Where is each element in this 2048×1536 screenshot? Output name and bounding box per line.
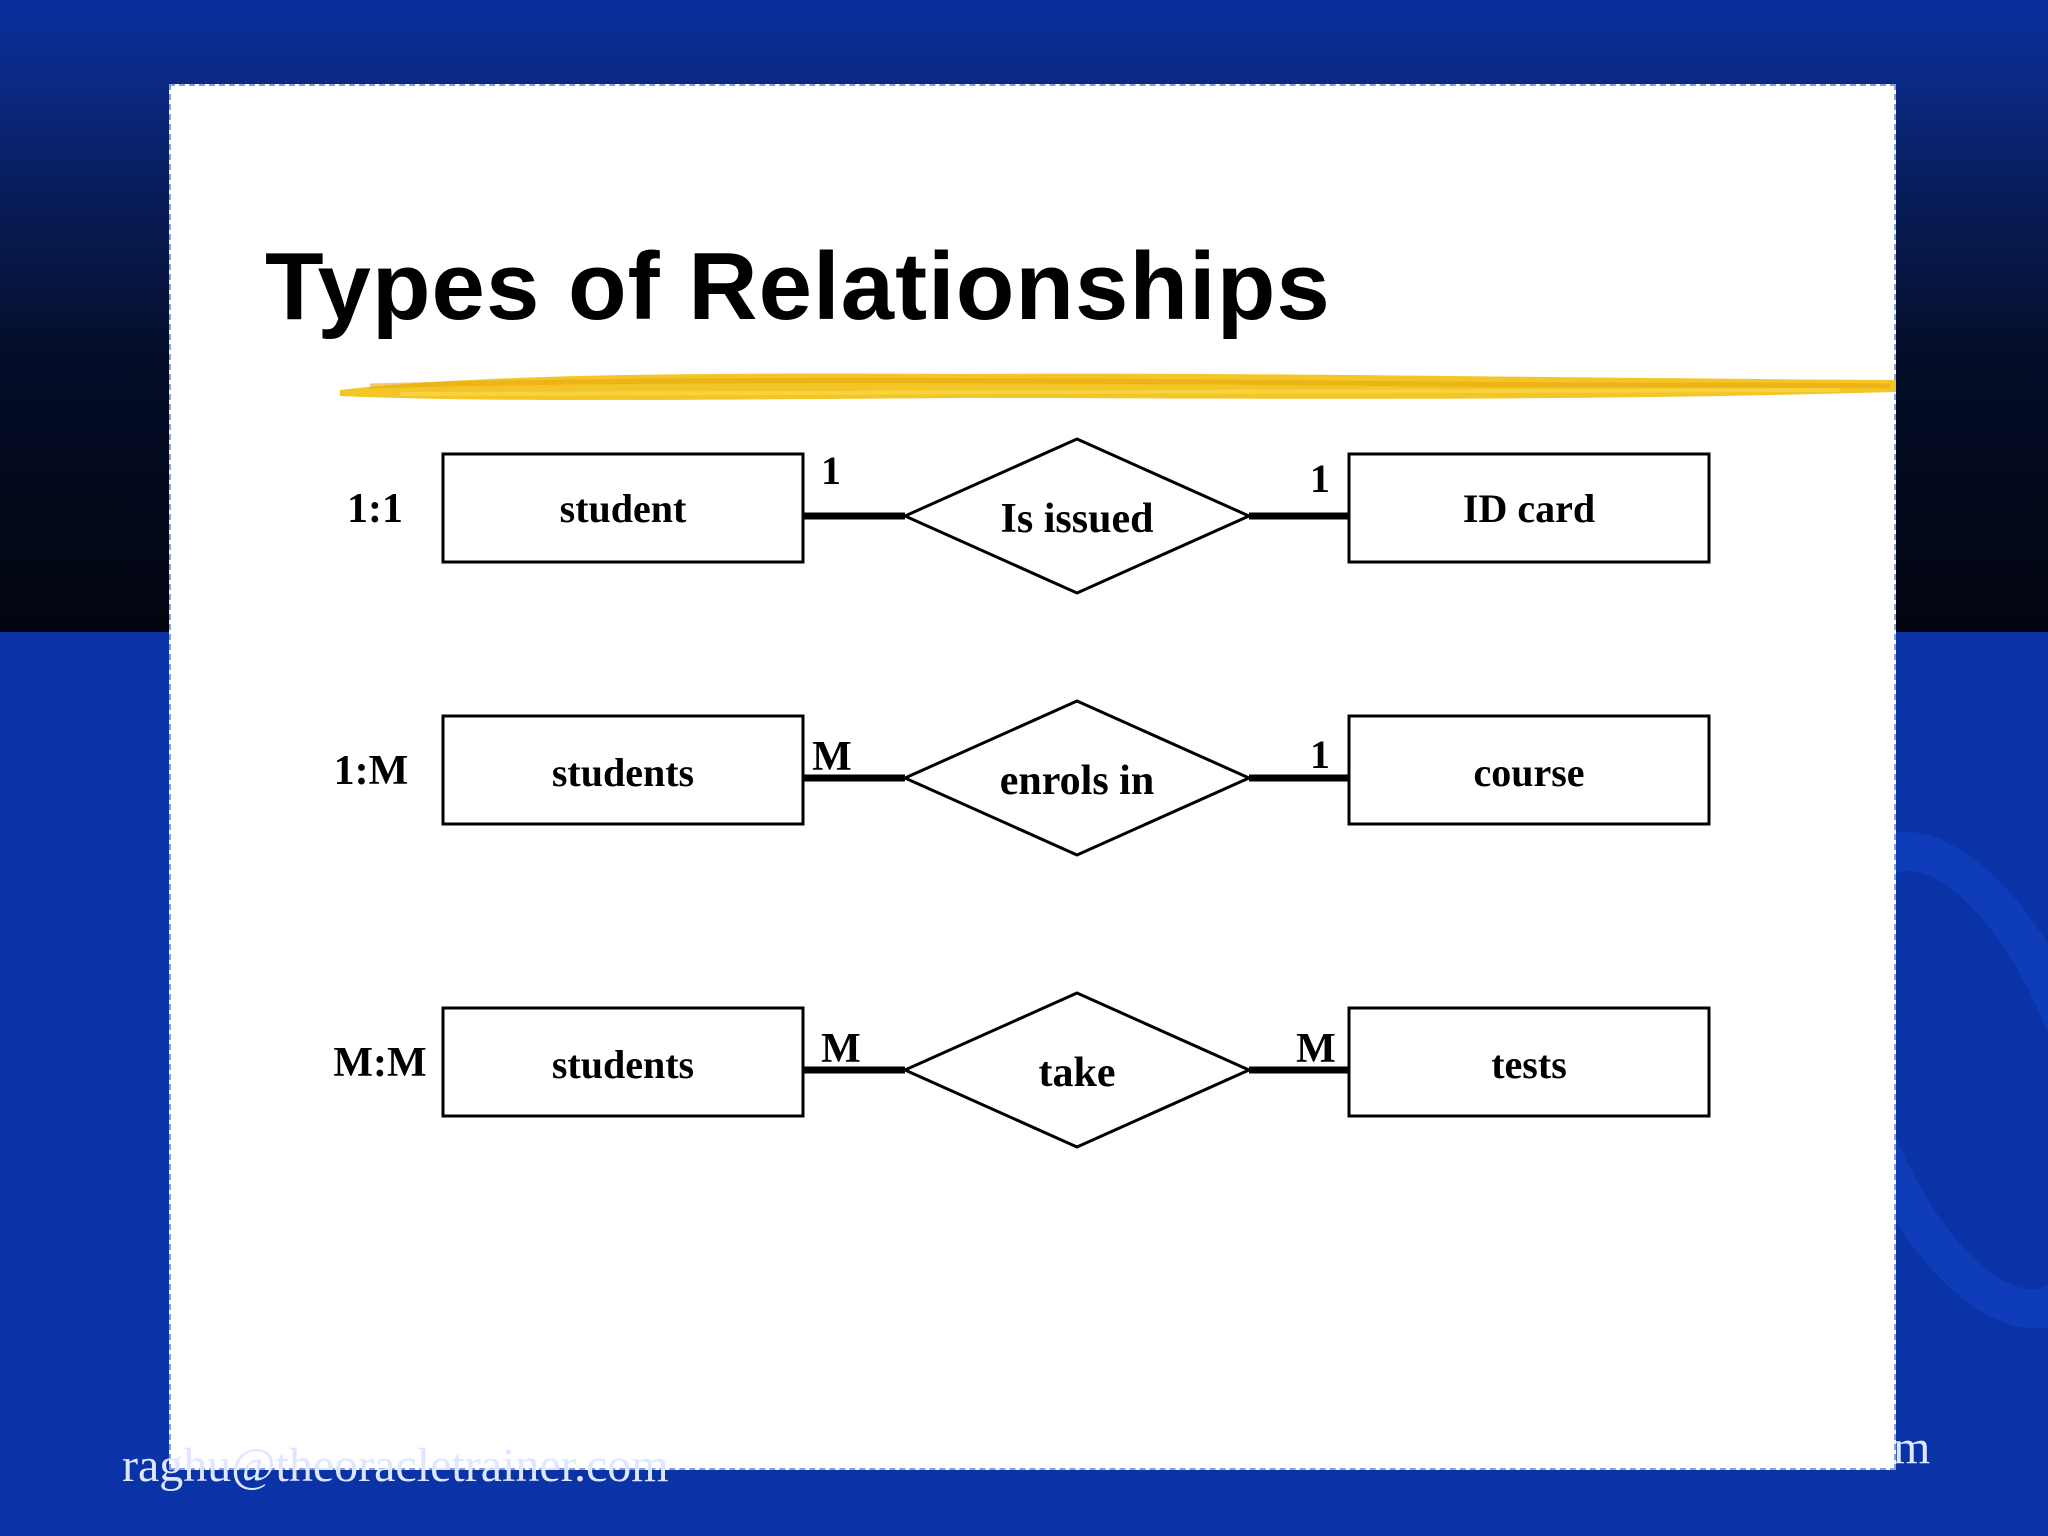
right-cardinality: M [1296, 1026, 1336, 1072]
title-brush-underline [340, 373, 1896, 400]
left-entity-box [441, 1006, 805, 1118]
right-entity-box [1347, 714, 1711, 826]
left-cardinality: M [812, 734, 852, 780]
relationship-label: take [1039, 1050, 1116, 1096]
right-entity-label: ID card [1463, 486, 1595, 531]
relationship-row-1-to-many: 1:M students M enrols in 1 course [334, 699, 1711, 857]
left-entity-label: student [560, 486, 687, 531]
row-type-label: 1:M [334, 748, 409, 794]
footer-right-fragment: m [1893, 1421, 1931, 1474]
row-type-label: 1:1 [347, 486, 403, 532]
relationship-label: enrols in [1000, 758, 1154, 804]
right-entity-label: course [1473, 750, 1584, 795]
slide-title: Types of Relationships [265, 233, 1331, 340]
left-entity-label: students [552, 1042, 694, 1087]
footer-email: raghu@theoracletrainer.com [122, 1439, 669, 1492]
left-entity-box [441, 714, 805, 826]
right-entity-box [1347, 1006, 1711, 1118]
row-type-label: M:M [333, 1040, 426, 1086]
right-cardinality: 1 [1310, 732, 1330, 777]
relationship-label: Is issued [1001, 496, 1154, 542]
right-entity-box [1347, 452, 1711, 564]
relationship-row-1-to-1: 1:1 student 1 Is issued 1 ID card [347, 437, 1711, 595]
relationship-diamond [901, 699, 1253, 857]
left-entity-label: students [552, 750, 694, 795]
relationship-row-many-to-many: M:M students M take M tests [333, 991, 1711, 1149]
right-cardinality: 1 [1310, 456, 1330, 501]
left-cardinality: M [821, 1026, 861, 1072]
right-entity-label: tests [1491, 1042, 1567, 1087]
left-entity-box [441, 452, 805, 564]
relationship-diamond [901, 437, 1253, 595]
left-cardinality: 1 [821, 448, 841, 493]
relationship-diamond [901, 991, 1253, 1149]
